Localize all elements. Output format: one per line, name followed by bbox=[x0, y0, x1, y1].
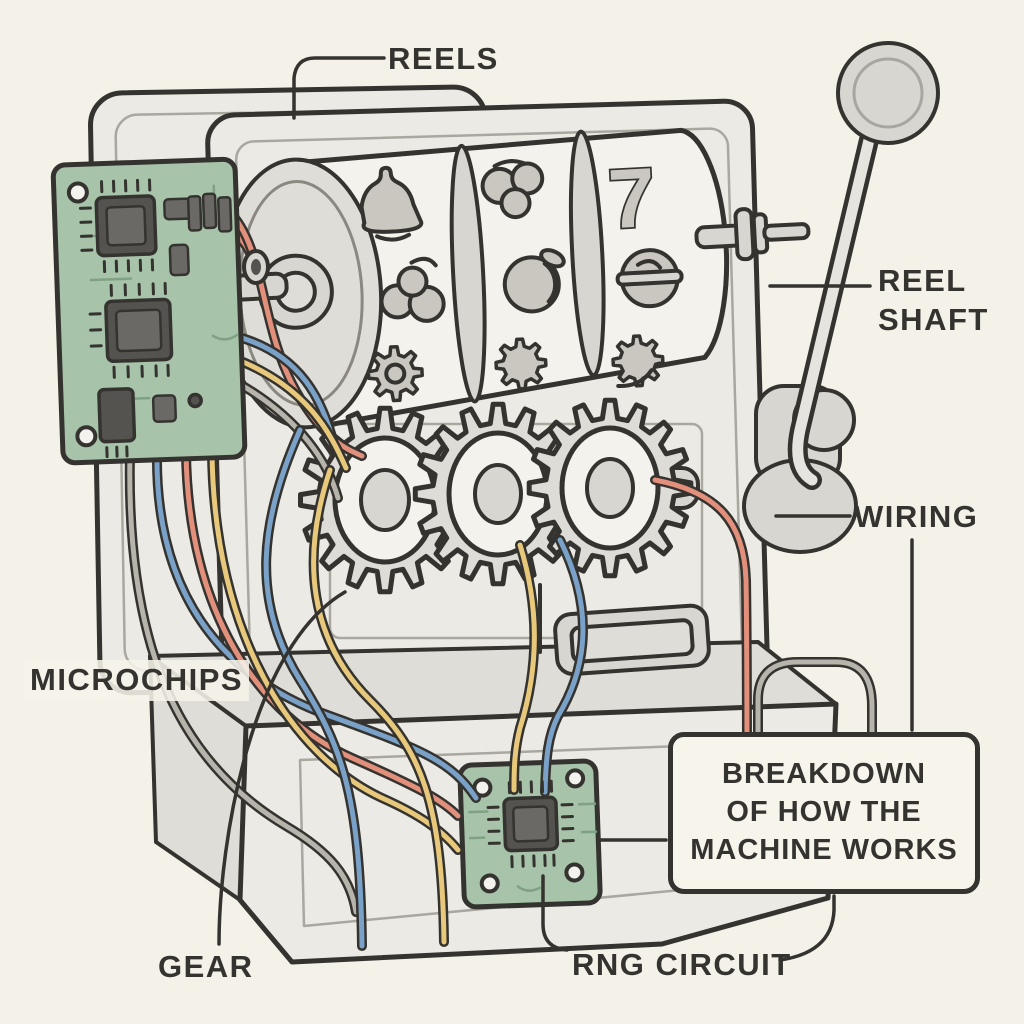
label-gear: GEAR bbox=[158, 949, 254, 984]
symbol-gear-icon bbox=[494, 337, 548, 391]
symbol-bell-icon bbox=[359, 165, 424, 242]
symbol-gear-hub bbox=[384, 362, 407, 385]
microchips-board bbox=[50, 156, 248, 466]
label-wiring: WIRING bbox=[854, 499, 979, 534]
reel-rim-1 bbox=[449, 143, 487, 404]
leader-rng-right bbox=[778, 894, 836, 962]
screw-icon bbox=[75, 425, 98, 448]
label-reel-shaft: REEL SHAFT bbox=[878, 263, 989, 337]
rng-chip bbox=[486, 779, 575, 869]
component-dot bbox=[187, 392, 203, 409]
shaft-ring-1 bbox=[733, 207, 756, 262]
label-rng-circuit: RNG CIRCUIT bbox=[572, 947, 792, 982]
leader-gear bbox=[217, 590, 347, 946]
screw-icon bbox=[565, 768, 586, 789]
leader-reels bbox=[292, 56, 386, 120]
hub-grommet bbox=[242, 249, 270, 285]
screw-icon bbox=[564, 862, 585, 883]
screw-icon bbox=[66, 181, 89, 204]
lever-arm bbox=[792, 134, 875, 486]
callout-line: MACHINE WORKS bbox=[690, 833, 958, 866]
symbol-grapes-icon bbox=[480, 159, 545, 220]
coin-tray bbox=[553, 603, 711, 677]
screw-icon bbox=[479, 873, 500, 894]
reel-rim-2 bbox=[568, 129, 606, 378]
microchip-3 bbox=[97, 387, 137, 459]
gear-3-hub bbox=[585, 457, 635, 519]
leader-rng-left bbox=[541, 874, 569, 952]
symbol-plum-icon bbox=[502, 248, 566, 314]
component-regulator bbox=[168, 243, 190, 277]
leader-lines bbox=[217, 56, 914, 962]
shaft-stub-right bbox=[762, 222, 811, 242]
gear-1-hub bbox=[359, 468, 411, 532]
callout-line: OF HOW THE bbox=[726, 796, 922, 829]
lever bbox=[742, 41, 940, 554]
gear-2-hub bbox=[473, 463, 523, 525]
label-microchips: MICROCHIPS bbox=[24, 660, 250, 701]
microchip-2 bbox=[88, 281, 174, 379]
breakdown-callout-box: BREAKDOWN OF HOW THE MACHINE WORKS bbox=[668, 732, 980, 894]
callout-line: BREAKDOWN bbox=[722, 758, 926, 791]
symbol-cherries-icon bbox=[379, 256, 446, 323]
component-small-ic bbox=[151, 394, 178, 424]
symbol-cherry-bar-icon bbox=[615, 248, 684, 309]
symbol-gear-tail bbox=[616, 368, 654, 388]
symbol-seven: 7 bbox=[606, 150, 658, 246]
symbol-gear-icon bbox=[611, 334, 665, 388]
wire-terminals bbox=[186, 192, 233, 233]
microchip-1 bbox=[78, 178, 158, 274]
reel-symbols: 7 bbox=[359, 148, 684, 403]
wiring-harness bbox=[124, 205, 877, 951]
lever-ball-highlight bbox=[852, 57, 924, 129]
label-reels: REELS bbox=[388, 41, 499, 76]
